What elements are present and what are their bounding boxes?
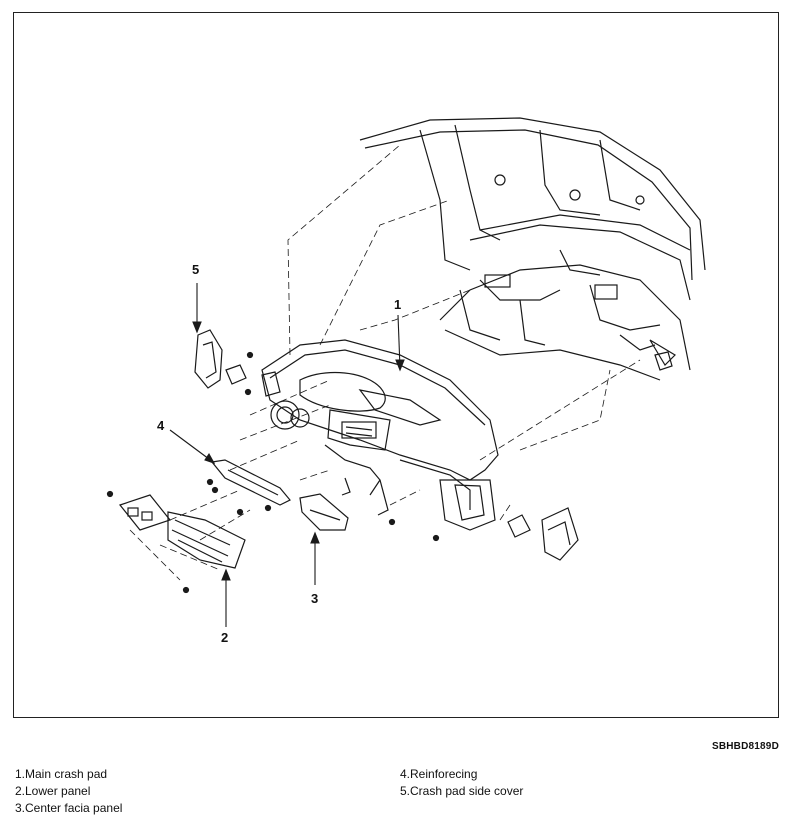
- main-crash-pad: [261, 339, 499, 531]
- leader-arrows: [169, 283, 405, 627]
- callout-3: 3: [311, 591, 319, 606]
- figure-code: SBHBD8189D: [711, 741, 779, 752]
- projection-lines: [129, 144, 641, 581]
- legend-item: 5.Crash pad side cover: [400, 784, 524, 798]
- callout-4: 4: [157, 418, 165, 433]
- center-facia-panel: [299, 493, 440, 542]
- legend-left: 1.Main crash pad 2.Lower panel 3.Center …: [15, 766, 122, 817]
- lower-panel: [106, 490, 246, 594]
- crash-pad-side-cover-left: [194, 329, 254, 396]
- diagram-frame: [13, 12, 779, 718]
- legend-item: 4.Reinforecing: [400, 767, 478, 781]
- callout-1: 1: [394, 297, 402, 312]
- callout-5: 5: [192, 262, 200, 277]
- exploded-dashboard-diagram: [106, 117, 706, 627]
- vehicle-body-shell: [359, 117, 706, 381]
- legend-item: 2.Lower panel: [15, 784, 91, 798]
- reinforcing-bracket: [206, 459, 291, 516]
- legend-item: 3.Center facia panel: [15, 801, 123, 815]
- callout-2: 2: [221, 630, 229, 645]
- crash-pad-side-cover-right: [507, 507, 579, 561]
- legend-right: 4.Reinforecing 5.Crash pad side cover: [400, 766, 523, 800]
- legend-item: 1.Main crash pad: [15, 767, 108, 781]
